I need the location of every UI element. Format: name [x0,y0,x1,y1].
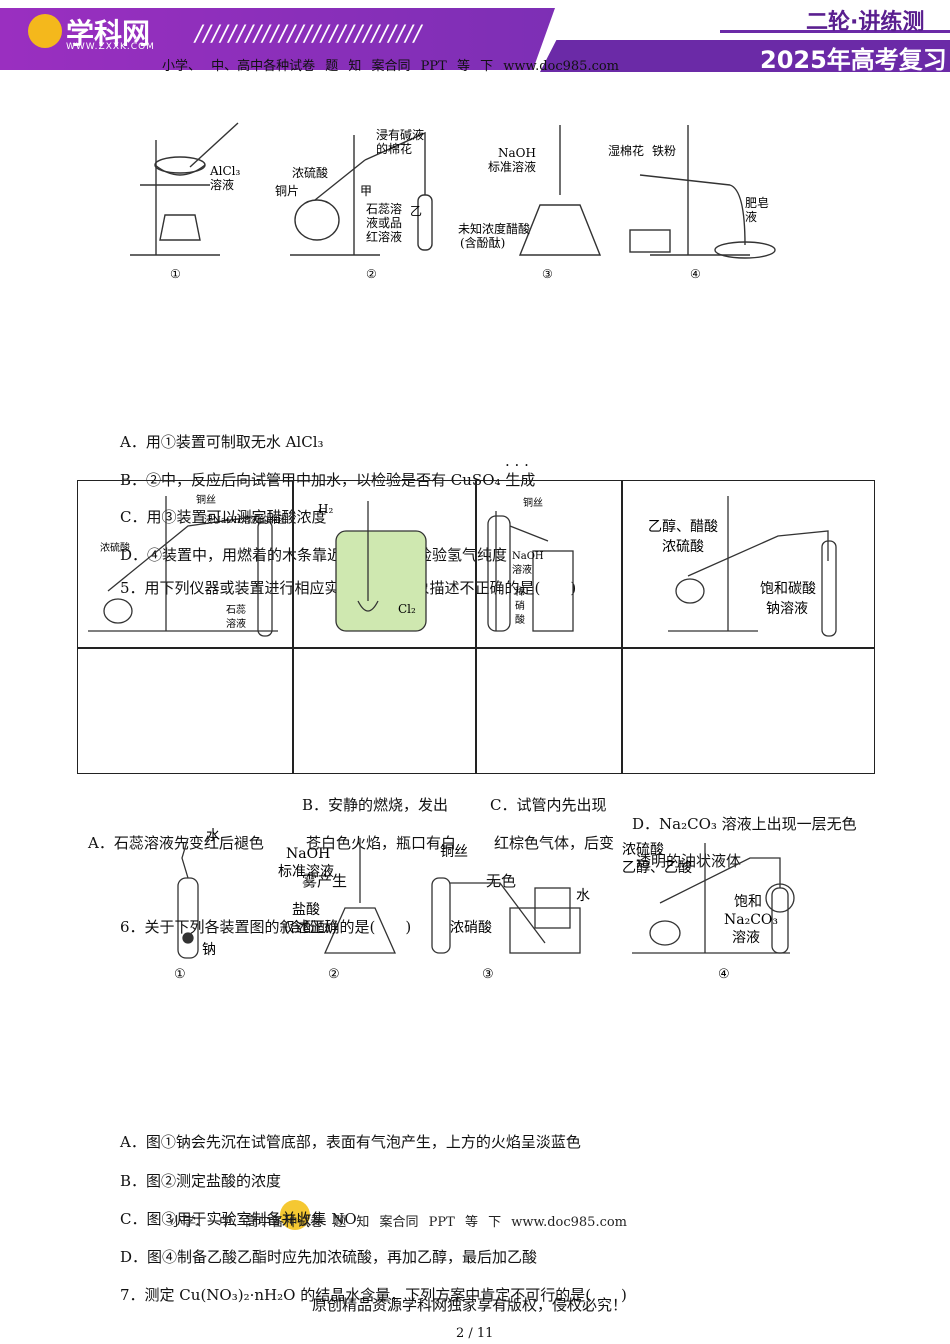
q5-option-b-mist: 雾产生 [302,872,348,890]
fig1-wet-cotton: 湿棉花 [608,143,644,158]
logo-url: WWW.ZXXK.COM [66,42,155,52]
header-banner [0,8,555,70]
fig1-solution: 溶液 [210,177,234,192]
fig1-copper: 铜片 [275,183,299,198]
copyright-notice: 原创精品资源学科网独家享有版权，侵权必究！ [312,1296,628,1314]
fig3-saturated: 饱和 [734,894,762,910]
watermark-bottom: 小学、 中、高中各种试卷 题 知 案合同 PPT 等 下 www.doc985.… [170,1215,628,1230]
q4-option-c: C．用③装置可以测定醋酸浓度 [120,508,327,526]
fig1-litmus: 石蕊溶 [366,201,402,216]
fig3-h2so4: 浓硫酸 [622,842,664,858]
fig3-solution: 溶液 [732,930,760,946]
q5-c3-acid: 稀 [515,585,525,598]
fig3-num-4: ④ [718,967,730,982]
fig3-num-2: ② [328,967,340,982]
fig1-jia: 甲 [360,184,372,198]
fig3-num-3: ③ [482,967,494,982]
series-title: 二轮·讲练测 [806,10,925,35]
fig3-na2co3: Na₂CO₃ [724,912,778,928]
q5-apparatus: 铜丝 浓硫酸 浸NaOH溶液的棉团 石蕊 溶液 H₂ Cl₂ 铜丝 NaOH 溶… [88,494,837,637]
watermark-logo-icon [280,1200,310,1230]
q5-c4-label3: 饱和碳酸 [760,581,816,597]
fig1-num-4: ④ [690,267,701,281]
fig3-cu-wire: 铜丝 [440,844,468,860]
fig3-water2: 水 [576,888,590,904]
fig1-iron: 铁粉 [652,144,676,158]
fig1-yi: 乙 [410,204,422,218]
fig1-alkali2: 的棉花 [376,141,412,156]
q5-option-c: C．试管内先出现 [490,796,607,814]
fig1-litmus3: 红溶液 [366,229,402,244]
fig1-soap2: 液 [745,209,757,224]
logo-text: 学科网 [66,17,151,50]
q5-c4-label1: 乙醇、醋酸 [648,518,718,535]
q6-option-c: C．图③用于实验室制备并收集 NO [120,1210,357,1228]
fig1-num-1: ① [170,267,181,281]
fig3-hcl: 盐酸 [292,902,320,918]
q5-c2-cl2: Cl₂ [398,602,416,616]
header-rule [720,30,950,33]
q5-option-b: B．安静的燃烧，发出 [302,796,449,814]
fig3-num-1: ① [174,967,186,982]
q5-c4-label4: 钠溶液 [766,601,808,617]
q6-option-a: A．图①钠会先沉在试管底部，表面有气泡产生，上方的火焰呈淡蓝色 [120,1133,581,1151]
q5-option-d1: D．Na₂CO₃ 溶液上出现一层无色 [632,815,857,833]
q5-option-a: A．石蕊溶液先变红后褪色 [88,834,264,852]
q6-stem: 6．关于下列各装置图的叙述正确的是( ) [120,918,412,936]
q7-stem: 7．测定 Cu(NO₃)₂·nH₂O 的结晶水含量，下列方案中肯定不可行的是( … [120,1286,627,1304]
q5-table [77,480,875,774]
fig1-h2so4: 浓硫酸 [292,165,328,180]
fig3-naoh-std: 标准溶液 [278,864,334,880]
fig3-sodium: 钠 [202,942,216,958]
q5-c4-label2: 浓硫酸 [662,539,704,555]
q5-option-b-cont: 苍白色火焰，瓶口有白 [306,834,457,852]
q5-c3-acid2: 硝 [515,599,525,612]
watermark-top: 小学、 中、高中各种试卷 题 知 案合同 PPT 等 下 www.doc985.… [162,59,620,74]
fig1-num-3: ③ [542,267,553,281]
q4-option-a: A．用①装置可制取无水 AlCl₃ [120,433,324,451]
q5-c1-cu: 铜丝 [196,494,216,506]
q5-option-d2: 透明的油状液体 [636,852,742,870]
fig1-naoh-std: 标准溶液 [488,159,536,174]
q5-option-c-cont: 红棕色气体，后变 [494,834,615,852]
fig1-naoh: NaOH [498,146,536,160]
q5-c3-acid3: 酸 [515,613,525,626]
q5-c3-naoh2: 溶液 [512,563,532,576]
fig3-naoh: NaOH [286,846,330,862]
q5-c3-naoh: NaOH [512,551,544,562]
logo-icon [28,14,62,48]
fig1-soap: 肥皂 [745,196,769,210]
fig1-phenol: (含酚酞) [460,235,505,250]
q6-option-b: B．图②测定盐酸的浓度 [120,1172,282,1190]
header-title-banner [540,40,950,72]
q6-option-d: D．图④制备乙酸乙酯时应先加浓硫酸，再加乙醇，最后加乙酸 [120,1248,538,1266]
header-slashes: /////////////////////////// [195,22,423,47]
page-number: 2 / 11 [456,1326,494,1341]
fig1-alkali: 浸有碱液 [376,127,424,142]
q5-c2-h2: H₂ [318,502,333,516]
q5-c1-litmus: 石蕊 [226,604,246,616]
fig3-phenol: (含酚酞) [284,920,337,936]
q5-c1-h2so4: 浓硫酸 [100,541,130,554]
fig1-num-2: ② [366,267,377,281]
year-title: 2025年高考复习 [760,46,947,74]
emphasis-dots: · · · [505,456,529,474]
fig3-water: 水 [206,828,220,844]
fig1-unknown: 未知浓度醋酸 [458,221,530,236]
fig1-alcl3: AlCl₃ [209,164,241,178]
q5-c1-litmus2: 溶液 [226,617,246,630]
fig1-litmus2: 液或品 [366,215,402,230]
fig3-ethanol: 乙醇、乙酸 [622,859,692,876]
q5-option-c-colorless: 无色 [486,872,517,890]
figure-q4-apparatus: AlCl₃ 溶液 浸有碱液 的棉花 浓硫酸 铜片 甲 石蕊溶 液或品 红溶液 乙… [130,122,776,281]
figure-q6-apparatus: 水 钠 NaOH 标准溶液 盐酸 (含酚酞) 铜丝 浓硝酸 水 浓硫酸 乙醇、乙… [174,828,795,982]
q5-c3-cu: 铜丝 [523,497,543,509]
q5-c1-naoh: 浸NaOH溶液的棉团 [204,514,286,526]
fig3-hno3: 浓硝酸 [450,920,492,936]
